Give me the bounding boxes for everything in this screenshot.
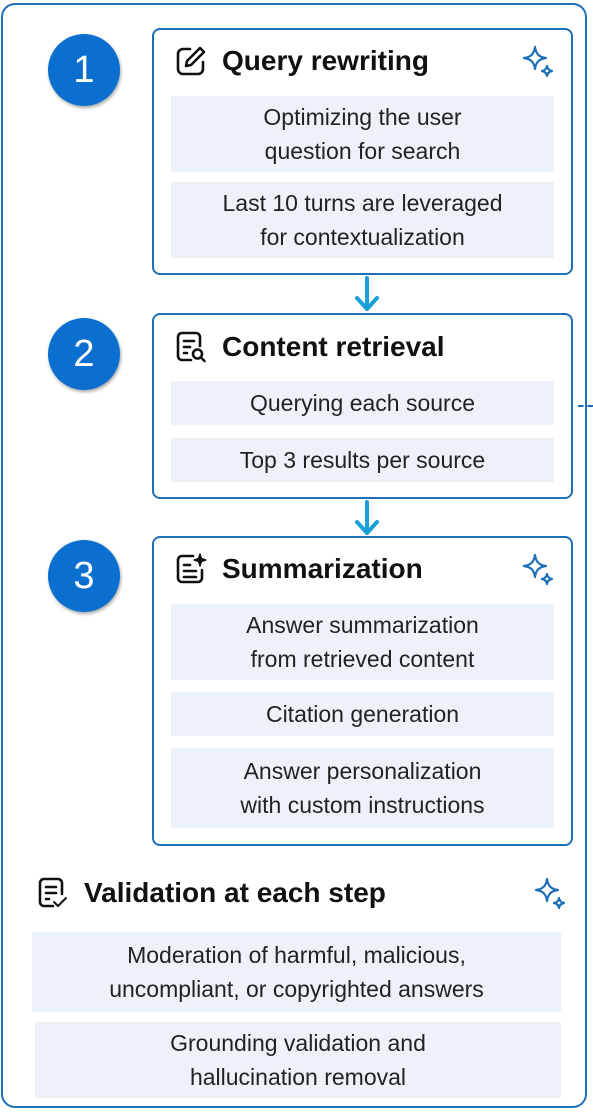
step-1-item-2: Last 10 turns are leveraged for contextu… — [171, 182, 554, 258]
validation-item-2: Grounding validation and hallucination r… — [35, 1022, 561, 1098]
step-3-number: 3 — [73, 554, 95, 597]
document-search-icon — [176, 331, 206, 363]
step-3-item-3: Answer personalization with custom instr… — [171, 748, 554, 828]
step-3-item-2: Citation generation — [171, 692, 554, 736]
step-2-number: 2 — [73, 332, 95, 375]
validation-title: Validation at each step — [84, 877, 386, 908]
step-1-item-1: Optimizing the user question for search — [171, 96, 554, 172]
document-sparkle-icon — [176, 553, 207, 584]
step-1-header: Query rewriting — [174, 44, 429, 78]
step-3-card: Summarization Answer summarization from … — [152, 536, 573, 846]
step-3-badge: 3 — [48, 540, 120, 612]
ai-sparkle-icon — [522, 553, 554, 586]
arrow-down-icon — [355, 276, 379, 311]
ai-sparkle-icon — [534, 877, 566, 910]
document-check-icon — [38, 877, 67, 908]
step-3-title: Summarization — [222, 553, 423, 584]
validation-item-1: Moderation of harmful, malicious, uncomp… — [32, 932, 561, 1012]
validation-header: Validation at each step — [36, 876, 386, 910]
step-2-header: Content retrieval — [174, 330, 445, 364]
step-1-card: Query rewriting Optimizing the user ques… — [152, 28, 573, 275]
step-2-badge: 2 — [48, 318, 120, 390]
pipeline-frame — [1, 3, 587, 1108]
step-2-card: Content retrieval Querying each source T… — [152, 313, 573, 499]
step-2-item-2: Top 3 results per source — [171, 438, 554, 482]
step-3-item-1: Answer summarization from retrieved cont… — [171, 604, 554, 680]
source-connector — [578, 405, 593, 407]
step-2-item-1: Querying each source — [171, 381, 554, 425]
arrow-down-icon — [355, 500, 379, 535]
ai-sparkle-icon — [522, 45, 554, 78]
step-1-title: Query rewriting — [222, 45, 429, 76]
step-2-title: Content retrieval — [222, 331, 445, 362]
step-3-header: Summarization — [174, 552, 423, 586]
step-1-badge: 1 — [48, 34, 120, 106]
pencil-square-icon — [176, 46, 206, 76]
step-1-number: 1 — [73, 48, 95, 91]
